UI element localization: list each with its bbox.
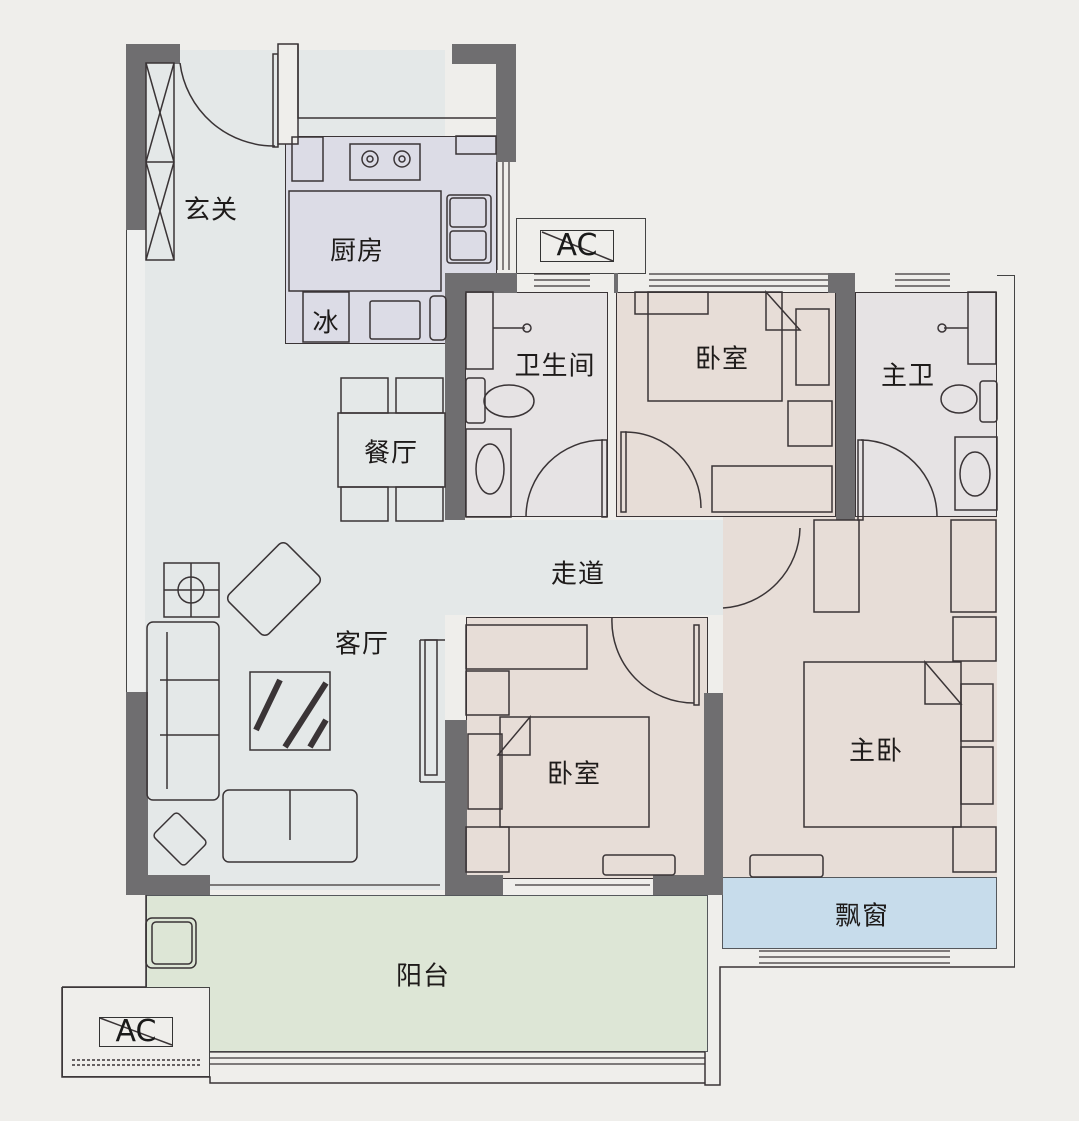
room-label-bedroom-south: 卧室	[546, 759, 602, 790]
wall	[445, 273, 517, 293]
room-label-corridor: 走道	[550, 559, 606, 590]
living-furniture-icon	[146, 541, 445, 866]
master-bed-icon	[722, 519, 997, 878]
room-label-bay-window: 飘窗	[834, 901, 890, 932]
room-label-master-bath: 主卫	[880, 361, 936, 392]
bathroom-area	[465, 292, 608, 517]
wall	[704, 693, 723, 895]
balcony-area	[146, 895, 708, 1052]
wall	[126, 875, 210, 895]
room-label-balcony: 阳台	[395, 961, 451, 992]
bay-window-area	[722, 877, 997, 949]
washing-machine-icon	[145, 917, 197, 969]
wall	[126, 44, 180, 64]
master-bath-area	[855, 292, 997, 517]
corridor-area	[445, 520, 723, 615]
exterior-right-strip	[997, 275, 1015, 967]
room-label-master-bedroom: 主卧	[848, 736, 904, 767]
wall	[445, 875, 503, 895]
master-bath-fixtures-icon	[857, 291, 998, 521]
room-label-bedroom-north: 卧室	[694, 344, 750, 375]
ac-unit-top: AC	[540, 230, 614, 262]
bathroom-fixtures-icon	[465, 291, 608, 518]
room-label-living: 客厅	[334, 629, 390, 660]
room-label-entrance: 玄关	[183, 195, 239, 226]
exterior-strip	[126, 44, 148, 894]
fridge-label: 冰	[312, 308, 340, 339]
shoe-cabinet-icon	[145, 62, 175, 261]
bed-north-icon	[620, 290, 833, 513]
dining-table-icon	[337, 377, 446, 522]
room-label-kitchen: 厨房	[329, 236, 385, 267]
room-label-dining: 餐厅	[363, 438, 419, 469]
room-label-bathroom: 卫生间	[514, 351, 596, 382]
wall	[496, 44, 516, 162]
ac-label: AC	[115, 1014, 157, 1049]
kitchen-fixtures-icon	[288, 135, 497, 343]
windows-icon	[210, 162, 950, 1065]
ac-unit-bottom: AC	[99, 1017, 173, 1047]
ac-label: AC	[556, 228, 598, 263]
wall	[445, 720, 467, 895]
wall	[836, 273, 855, 520]
wall	[445, 273, 465, 520]
bed-south-icon	[465, 616, 700, 876]
entrance-door-icon	[179, 43, 496, 148]
wall	[614, 273, 618, 293]
wall	[126, 692, 148, 894]
wall	[126, 44, 148, 230]
